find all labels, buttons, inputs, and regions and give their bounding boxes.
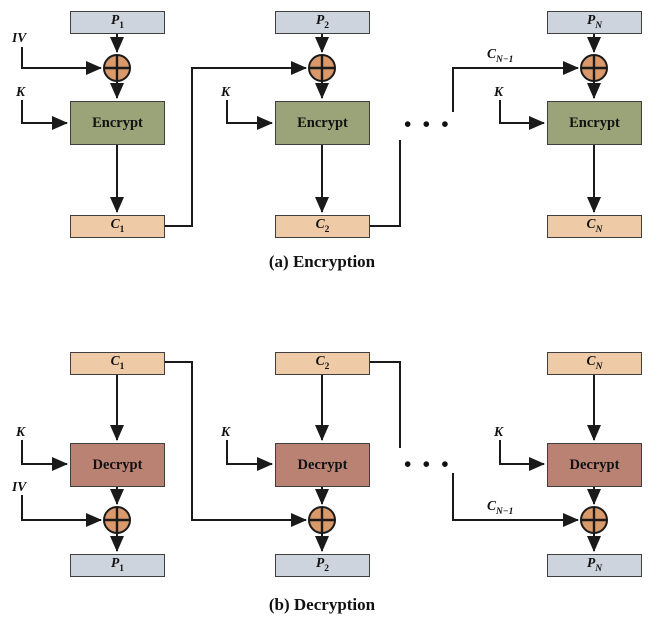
decrypt-block-n: Decrypt — [547, 443, 642, 487]
decrypt-label: Decrypt — [569, 456, 620, 473]
line-c2-outgoing — [370, 140, 401, 227]
cn-block-encryption: CN — [547, 215, 642, 238]
decrypt-block-2: Decrypt — [275, 443, 370, 487]
cn-1-label-decryption: CN−1 — [487, 498, 514, 517]
arrow-kn-to-encryptn — [499, 100, 545, 130]
k-label-decryption-n: K — [494, 424, 504, 439]
encrypt-block-n: Encrypt — [547, 101, 642, 145]
arrow-c1-to-xor2-dec — [165, 361, 307, 527]
decrypt-label: Decrypt — [297, 456, 348, 473]
p2-label: P2 — [316, 555, 329, 575]
line-c2-outgoing-dec — [370, 361, 401, 448]
c1-block-encryption: C1 — [70, 215, 165, 238]
xor-icon — [308, 54, 336, 82]
ellipsis-decryption: • • • — [404, 452, 452, 476]
arrow-k1-to-decrypt1 — [21, 440, 68, 471]
ellipsis-encryption: • • • — [404, 112, 452, 136]
k-label-encryption-n: K — [494, 84, 504, 99]
arrow-c1-to-xor2 — [165, 61, 307, 227]
p1-block-decryption: P1 — [70, 554, 165, 577]
iv-label-encryption: IV — [12, 30, 27, 45]
c2-block-encryption: C2 — [275, 215, 370, 238]
p2-label: P2 — [316, 12, 329, 32]
p1-label: P1 — [111, 555, 124, 575]
cn-1-label-encryption: CN−1 — [487, 46, 514, 65]
encrypt-block-2: Encrypt — [275, 101, 370, 145]
p2-block-encryption: P2 — [275, 11, 370, 34]
pn-label: PN — [586, 555, 603, 575]
k-label-decryption-1: K — [16, 424, 26, 439]
caption-encryption: (a) Encryption — [268, 252, 376, 271]
xor-icon — [103, 54, 131, 82]
c2-label: C2 — [315, 353, 330, 373]
arrow-kn-to-decryptn — [499, 440, 545, 471]
encrypt-block-1: Encrypt — [70, 101, 165, 145]
encrypt-label: Encrypt — [569, 114, 620, 131]
caption-decryption: (b) Decryption — [268, 595, 376, 614]
p2-block-decryption: P2 — [275, 554, 370, 577]
arrow-iv-to-xor1 — [21, 47, 102, 75]
xor-icon — [580, 54, 608, 82]
cn-block-decryption: CN — [547, 352, 642, 375]
c2-label: C2 — [315, 216, 330, 236]
decryption-wires — [21, 361, 601, 552]
arrow-iv-to-xor1-dec — [21, 495, 102, 527]
c1-label: C1 — [110, 216, 125, 236]
cn-label: CN — [586, 216, 603, 236]
arrow-k2-to-decrypt2 — [226, 440, 273, 471]
arrow-k1-to-encrypt1 — [21, 100, 68, 130]
pn-block-encryption: PN — [547, 11, 642, 34]
decrypt-block-1: Decrypt — [70, 443, 165, 487]
decrypt-label: Decrypt — [92, 456, 143, 473]
c1-block-decryption: C1 — [70, 352, 165, 375]
arrow-cn1-to-xorn-dec — [452, 473, 579, 527]
k-label-decryption-2: K — [221, 424, 231, 439]
p1-block-encryption: P1 — [70, 11, 165, 34]
k-label-encryption-2: K — [221, 84, 231, 99]
p1-label: P1 — [111, 12, 124, 32]
k-label-encryption-1: K — [16, 84, 26, 99]
pn-label: PN — [586, 12, 603, 32]
c2-block-decryption: C2 — [275, 352, 370, 375]
xor-icon — [308, 506, 336, 534]
iv-label-decryption: IV — [12, 479, 27, 494]
xor-nodes — [103, 54, 608, 534]
encrypt-label: Encrypt — [297, 114, 348, 131]
arrow-cn1-to-xorn — [452, 61, 579, 112]
pn-block-decryption: PN — [547, 554, 642, 577]
xor-icon — [103, 506, 131, 534]
xor-icon — [580, 506, 608, 534]
encrypt-label: Encrypt — [92, 114, 143, 131]
cn-label: CN — [586, 353, 603, 373]
arrow-k2-to-encrypt2 — [226, 100, 273, 130]
encryption-wires — [21, 33, 601, 227]
c1-label: C1 — [110, 353, 125, 373]
